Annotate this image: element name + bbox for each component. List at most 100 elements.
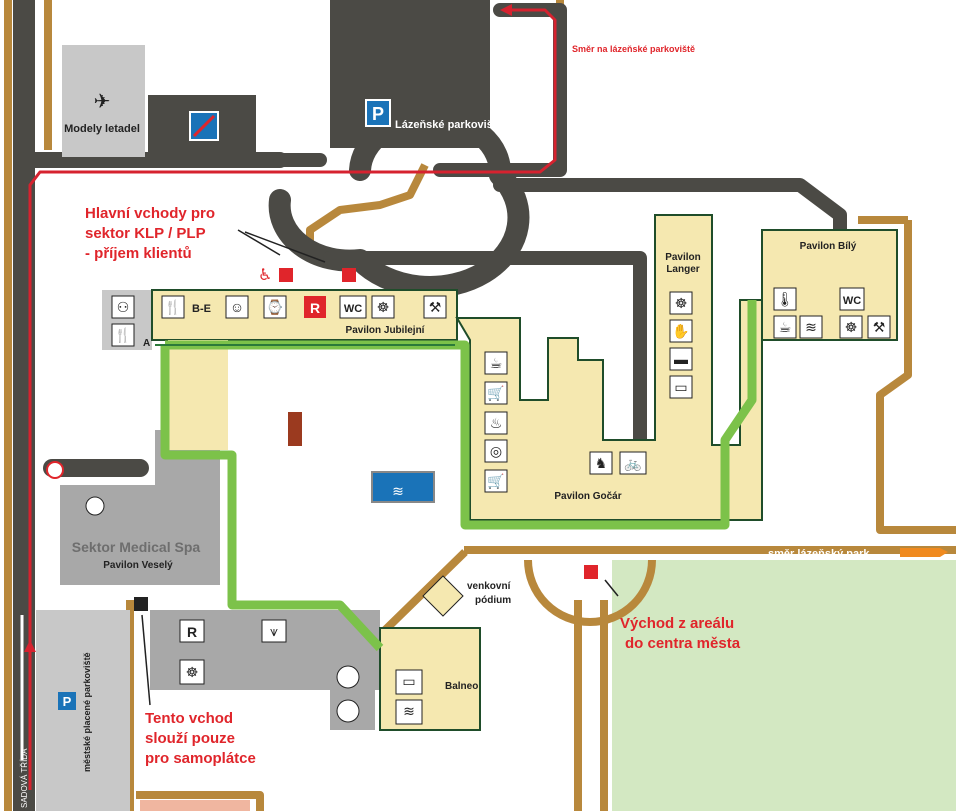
restaurant-icon <box>161 295 185 319</box>
a-label: A <box>143 338 150 349</box>
svg-text:🛒: 🛒 <box>487 473 504 490</box>
wc-icon <box>339 295 367 319</box>
drink-icon <box>484 351 508 375</box>
meditation-icon-langer <box>669 291 693 315</box>
arrow-head-north <box>500 4 512 16</box>
drink-icon-bily <box>773 315 797 339</box>
drive-route <box>20 8 557 790</box>
svg-text:♞: ♞ <box>595 455 608 471</box>
langer-line1: Pavilon <box>665 252 701 263</box>
bed-icon <box>669 347 693 371</box>
jubilejni-label: Pavilon Jubilejní <box>346 325 426 336</box>
svg-text:🛒: 🛒 <box>487 385 504 402</box>
reception-icon <box>304 296 326 318</box>
svg-text:☸: ☸ <box>845 319 858 335</box>
massage-icon-a <box>111 295 135 319</box>
models-building <box>62 45 145 157</box>
meditation-icon-bily <box>839 315 863 339</box>
pavilion-vesely-inner <box>168 340 228 450</box>
arrow-head-south <box>24 640 36 652</box>
svg-text:☕: ☕ <box>779 319 792 335</box>
bicycle-icon <box>619 451 647 475</box>
icon-glyphs: 🍴 ☺ ⌚ ☸ ⚒ ⚇ 🍴 ☕ 🛒 ♨ ◎ 🛒 ☸ ✋ ▬ ▭ 🌡 ☕ ≋ ☸ … <box>114 291 885 719</box>
main-entry-line2: sektor KLP / PLP <box>85 225 206 242</box>
cosmetics-icon <box>336 699 360 723</box>
reception-icon-south <box>179 619 205 643</box>
meditation-icon-south <box>179 659 205 685</box>
apple-icon <box>85 496 105 516</box>
be-label: B-E <box>192 303 211 315</box>
bath-icon-balneo <box>395 669 423 695</box>
fitness-icon-bily <box>867 315 891 339</box>
chess-icon <box>589 451 613 475</box>
cart-icon <box>484 381 508 405</box>
svg-text:≋: ≋ <box>403 703 415 719</box>
self-pay-line1: Tento vchod <box>145 710 233 727</box>
pool <box>371 471 435 503</box>
meditation-icon <box>371 295 395 319</box>
arrow-to-park <box>900 548 948 557</box>
self-pay-line3: pro samoplátce <box>145 750 256 767</box>
icicle-icon <box>261 619 287 643</box>
stage-icon <box>422 575 464 617</box>
city-parking-icon <box>58 692 76 710</box>
balneo-label: Balneo <box>445 681 478 692</box>
self-pay-line2: slouží pouze <box>145 730 235 747</box>
lock-icon <box>279 268 293 282</box>
exit-line1: Východ z areálu <box>620 615 734 632</box>
bath-icon <box>484 411 508 435</box>
exit-line2: do centra města <box>625 635 741 652</box>
thermometer-icon <box>773 287 797 311</box>
modely-label: Modely letadel <box>64 123 140 135</box>
wc-label-bily: WC <box>843 295 861 307</box>
svg-text:☕: ☕ <box>490 355 503 371</box>
svg-text:⚇: ⚇ <box>117 299 130 315</box>
svg-text:▬: ▬ <box>674 351 688 367</box>
gocar-label: Pavilon Gočár <box>554 491 621 502</box>
svg-text:▭: ▭ <box>402 673 415 689</box>
svg-text:▭: ▭ <box>674 379 687 395</box>
city-parking-label: městské placené parkoviště <box>82 652 92 772</box>
svg-text:🍴: 🍴 <box>114 327 131 344</box>
medical-label: Sektor Medical Spa <box>72 539 201 555</box>
parking-lot-spa <box>330 0 490 148</box>
parking-letter: P <box>372 104 384 124</box>
city-parking-lot <box>36 610 130 811</box>
langer-line2: Langer <box>666 264 699 275</box>
cart-icon-2 <box>484 469 508 493</box>
main-entry-line3: - příjem klientů <box>85 245 192 262</box>
svg-text:☺: ☺ <box>230 299 244 315</box>
south-building <box>140 800 250 811</box>
main-entry-line1: Hlavní vchody pro <box>85 205 215 222</box>
svg-text:⚒: ⚒ <box>873 319 886 335</box>
airplane-icon: ✈ <box>94 91 111 113</box>
svg-text:☸: ☸ <box>186 664 199 680</box>
fountain-icon-bily <box>799 315 823 339</box>
restaurant-icon-a <box>111 323 135 347</box>
hand-icon <box>669 319 693 343</box>
bily-label: Pavilon Bílý <box>800 241 857 252</box>
spa-column <box>288 412 302 446</box>
water-icon-balneo <box>395 699 423 725</box>
reception-letter: R <box>310 300 320 316</box>
svg-text:☸: ☸ <box>675 295 688 311</box>
internal-routes <box>155 300 757 652</box>
svg-text:🌡: 🌡 <box>776 291 794 307</box>
wc-icon-bily <box>839 287 865 311</box>
sauna-icon <box>336 665 360 689</box>
svg-text:⌚: ⌚ <box>266 299 283 316</box>
spa-parking-label: Lázeňské parkoviště <box>395 119 503 131</box>
svg-text:♨: ♨ <box>490 415 503 431</box>
fitness-icon <box>423 295 447 319</box>
massage-icon <box>225 295 249 319</box>
svg-text:⚒: ⚒ <box>429 299 442 315</box>
fountain-icon: ≋ <box>392 483 404 499</box>
clock-icon <box>263 295 287 319</box>
svg-text:✋: ✋ <box>672 323 689 339</box>
parking-icon <box>365 99 391 127</box>
laundry-icon <box>484 439 508 463</box>
svg-text:⩛: ⩛ <box>270 623 278 639</box>
reception-letter-south: R <box>187 624 197 640</box>
bath-icon-langer <box>669 375 693 399</box>
venkovni-line1: venkovní <box>467 581 512 592</box>
